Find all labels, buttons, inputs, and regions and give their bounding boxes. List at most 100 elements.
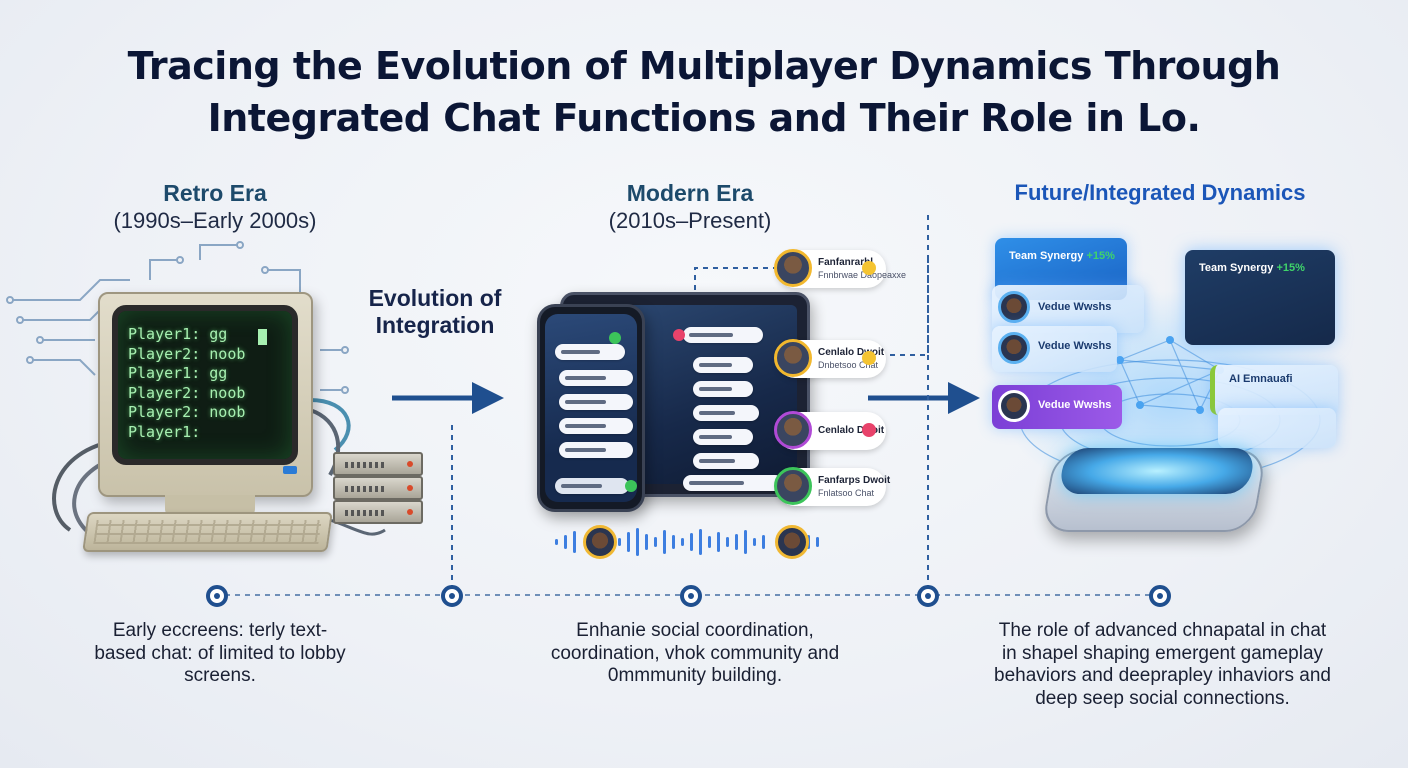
team-synergy-value: +15% xyxy=(1276,262,1305,274)
waveform-bar xyxy=(627,532,630,552)
waveform-bar xyxy=(555,539,558,545)
modern-era-period: (2010s–Present) xyxy=(608,208,772,233)
evolution-label-line-1: Evolution of xyxy=(368,285,502,311)
notification-dot xyxy=(673,329,685,341)
evolution-label: Evolution of Integration xyxy=(350,285,520,339)
contact-name: Fanfarps Dwoit xyxy=(818,475,891,486)
team-synergy-value: +15% xyxy=(1086,250,1115,262)
future-era-heading: Future/Integrated Dynamics xyxy=(1014,180,1306,205)
avatar xyxy=(774,467,812,505)
chat-line: Player1: xyxy=(128,422,201,441)
modern-caption: Enhanie social coordination, coordinatio… xyxy=(550,620,840,686)
timeline-node xyxy=(917,585,939,607)
holo-message-card xyxy=(1218,408,1336,448)
title-line-2: Integrated Chat Functions and Their Role… xyxy=(207,96,1201,140)
voice-waveform-icon xyxy=(555,528,819,556)
retro-era-period: (1990s–Early 2000s) xyxy=(113,208,317,233)
modem-unit xyxy=(333,452,423,476)
contact-status: Fnlatsoo Chat xyxy=(818,488,875,498)
timeline-node-modern xyxy=(680,585,702,607)
chat-line: Player2: noob xyxy=(128,403,246,421)
emoji-icon xyxy=(862,261,876,275)
ai-insight-panel: AI Emnauafi xyxy=(1210,365,1338,415)
avatar xyxy=(774,339,812,377)
waveform-bar xyxy=(672,535,675,549)
chat-bubble xyxy=(683,327,763,343)
message-input[interactable] xyxy=(683,475,783,491)
avatar xyxy=(998,291,1030,323)
chat-line: Player1: gg xyxy=(128,325,228,343)
arrow-right-icon xyxy=(392,382,504,414)
waveform-bar xyxy=(726,537,729,547)
waveform-bar xyxy=(690,533,693,551)
smartphone-device xyxy=(537,304,645,512)
contact-status: Fnnbrwae Daopeaxxe xyxy=(818,270,907,280)
contact-card[interactable]: Cenlalo Dwoit xyxy=(774,411,886,450)
waveform-bar xyxy=(717,532,720,552)
waveform-bar xyxy=(708,536,711,548)
waveform-bar xyxy=(699,529,702,555)
waveform-bar xyxy=(654,537,657,547)
waveform-bar xyxy=(816,537,819,547)
retro-era-heading: Retro Era xyxy=(163,180,267,206)
waveform-bar xyxy=(645,534,648,550)
crt-chat-screen: Player1: gg Player2: noob Player1: gg Pl… xyxy=(112,305,298,465)
timeline-node-retro xyxy=(206,585,228,607)
future-caption: The role of advanced chnapatal in chat i… xyxy=(994,620,1331,709)
title-line-1: Tracing the Evolution of Multiplayer Dyn… xyxy=(127,44,1281,88)
waveform-bar xyxy=(564,535,567,549)
holo-chat-card[interactable]: Vedue Wwshs xyxy=(992,385,1122,429)
waveform-bar xyxy=(663,530,666,554)
chat-line: Player2: noob xyxy=(128,344,246,363)
waveform-bar xyxy=(762,535,765,549)
chat-bubble xyxy=(555,344,625,360)
chat-bubble xyxy=(693,429,753,445)
connector-dashes-decoration xyxy=(694,260,929,356)
contact-card[interactable]: Fanfanrarbl Fnnbrwae Daopeaxxe xyxy=(774,249,906,288)
team-synergy-label: Team Synergy +15% xyxy=(1009,250,1115,262)
contact-card[interactable]: Cenlalo Dwoit Dnbetsoo Chat xyxy=(774,339,886,378)
online-indicator xyxy=(609,332,621,344)
chat-line: Player2: noob xyxy=(128,383,246,402)
send-icon[interactable] xyxy=(625,480,637,492)
waveform-bar xyxy=(618,538,621,546)
emoji-icon xyxy=(862,351,876,365)
holo-chat-card[interactable]: Vedue Wwshs xyxy=(992,285,1144,333)
holo-chat-name: Vedue Wwshs xyxy=(1038,301,1112,313)
avatar xyxy=(774,249,812,287)
message-input[interactable] xyxy=(555,478,629,494)
contact-name: Cenlalo Dwoit xyxy=(818,347,885,358)
holo-chat-name: Vedue Wwshs xyxy=(1038,340,1112,352)
modem-unit xyxy=(333,476,423,500)
timeline-node-future xyxy=(1149,585,1171,607)
monitor-stand xyxy=(165,495,255,517)
avatar xyxy=(998,390,1030,422)
team-synergy-title: Team Synergy xyxy=(1199,262,1274,274)
ai-panel-title: AI Emnauafi xyxy=(1229,373,1293,385)
chat-bubble xyxy=(693,405,759,421)
timeline-node xyxy=(441,585,463,607)
waveform-bar xyxy=(573,531,576,553)
waveform-bar xyxy=(636,528,639,556)
holo-chat-card[interactable]: Vedue Wwshs xyxy=(992,326,1117,372)
emoji-icon xyxy=(862,423,876,437)
chat-bubble xyxy=(559,394,633,410)
chat-bubble xyxy=(559,370,633,386)
holo-chat-name: Vedue Wwshs xyxy=(1038,399,1112,411)
team-synergy-panel: Team Synergy +15% xyxy=(1185,250,1335,345)
avatar xyxy=(998,332,1030,364)
retro-caption: Early eccreens: terly text-based chat: o… xyxy=(94,620,346,686)
chat-bubble xyxy=(559,418,633,434)
waveform-bar xyxy=(735,534,738,550)
waveform-bar xyxy=(681,538,684,546)
power-led xyxy=(283,466,297,474)
contact-name: Fanfanrarbl xyxy=(818,257,874,268)
contact-card[interactable]: Fanfarps Dwoit Fnlatsoo Chat xyxy=(774,467,890,506)
avatar xyxy=(774,411,812,449)
modem-unit xyxy=(333,500,423,524)
chat-line: Player1: gg xyxy=(128,364,228,382)
team-synergy-title: Team Synergy xyxy=(1009,250,1084,262)
arrow-right-icon xyxy=(868,382,980,414)
evolution-label-line-2: Integration xyxy=(375,312,495,338)
